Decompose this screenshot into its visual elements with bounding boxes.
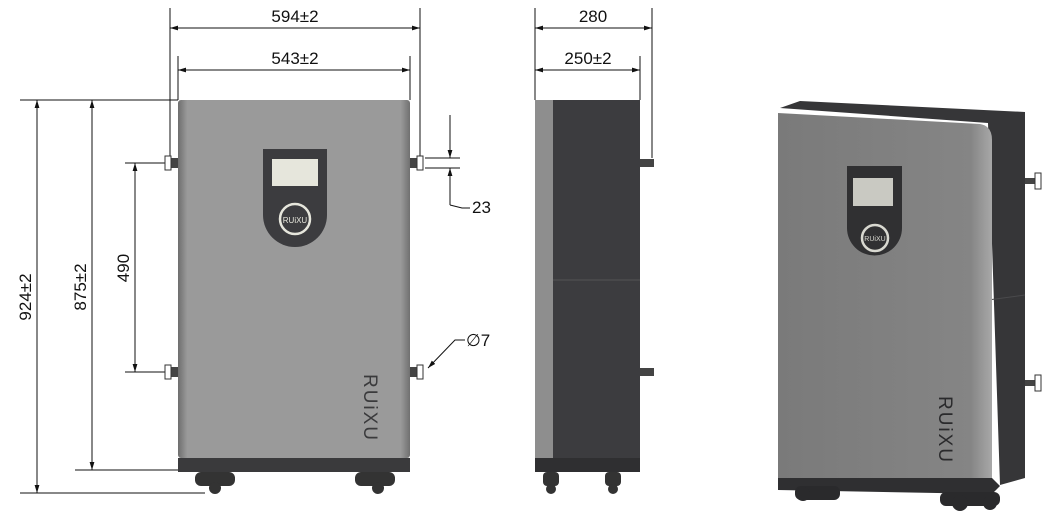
- label-overall-depth: 280: [579, 7, 607, 26]
- perspective-view: RUiXU RUiXU: [778, 101, 1042, 511]
- base: [178, 458, 410, 472]
- wheels: [195, 472, 395, 494]
- badge-text: RUiXU: [283, 216, 308, 225]
- front-view: 594±2 543±2 924±2 875±2 490 23 ∅7 RUiXU …: [16, 7, 491, 494]
- label-mount-height: 23: [472, 198, 491, 217]
- top-and-side: [780, 101, 1025, 485]
- power-button[interactable]: [278, 202, 312, 236]
- logo-text-3d: RUiXU: [934, 396, 955, 464]
- display-screen: [272, 159, 318, 186]
- label-overall-height: 924±2: [16, 273, 35, 320]
- wheels-3d: [795, 486, 1000, 511]
- label-body-height: 875±2: [71, 263, 90, 310]
- label-mount-spacing: 490: [114, 254, 133, 282]
- mount-brackets: [164, 155, 424, 380]
- label-overall-width: 594±2: [271, 7, 318, 26]
- label-hole-diameter: ∅7: [466, 331, 490, 350]
- side-wheels: [543, 472, 621, 494]
- side-view: 280 250±2: [534, 7, 654, 494]
- front-panel-3d: [778, 113, 992, 478]
- badge-text-3d: RUiXU: [864, 236, 885, 243]
- logo-text: RUiXU: [359, 374, 380, 442]
- label-body-depth: 250±2: [564, 49, 611, 68]
- front-edge: [535, 100, 553, 458]
- label-body-width: 543±2: [271, 49, 318, 68]
- front-panel: [178, 100, 410, 458]
